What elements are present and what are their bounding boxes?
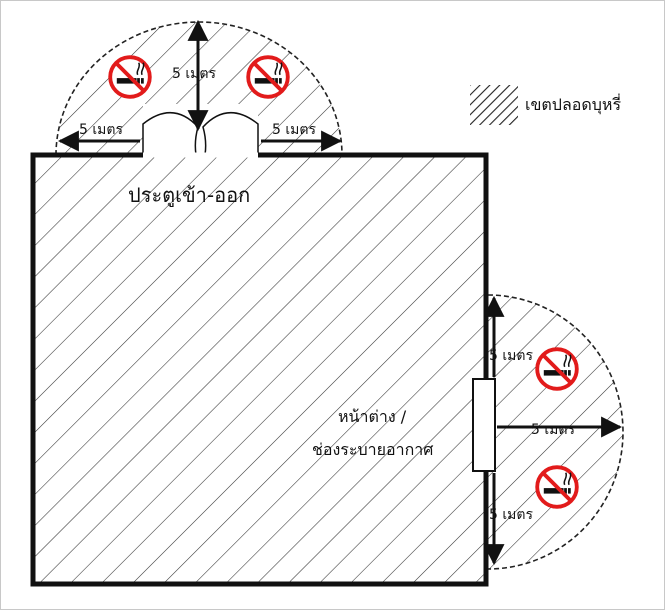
window-label-line2: ช่องระบายอากาศ [312,440,433,459]
legend: เขตปลอดบุหรี่ [470,85,621,125]
no-smoking-icon [246,55,290,99]
distance-label-right-upper: 5 เมตร [489,348,533,364]
no-smoking-icon [108,55,152,99]
distance-label-right-lower: 5 เมตร [489,507,533,523]
no-smoking-icon [535,347,579,391]
building-area [30,152,489,587]
legend-label: เขตปลอดบุหรี่ [525,93,621,115]
entrance-label: ประตูเข้า-ออก [128,183,250,208]
distance-label-left: 5 เมตร [79,122,123,138]
window-label-line1: หน้าต่าง / [338,407,407,426]
right-smoke-free-zone [487,294,624,570]
window-vent [472,378,496,472]
hatch-pattern-icon [470,85,518,125]
distance-label-top: 5 เมตร [172,66,216,82]
distance-label-right-middle: 5 เมตร [531,422,575,438]
distance-label-right: 5 เมตร [272,122,316,138]
entrance-doors [142,104,259,158]
no-smoking-icon [535,465,579,509]
